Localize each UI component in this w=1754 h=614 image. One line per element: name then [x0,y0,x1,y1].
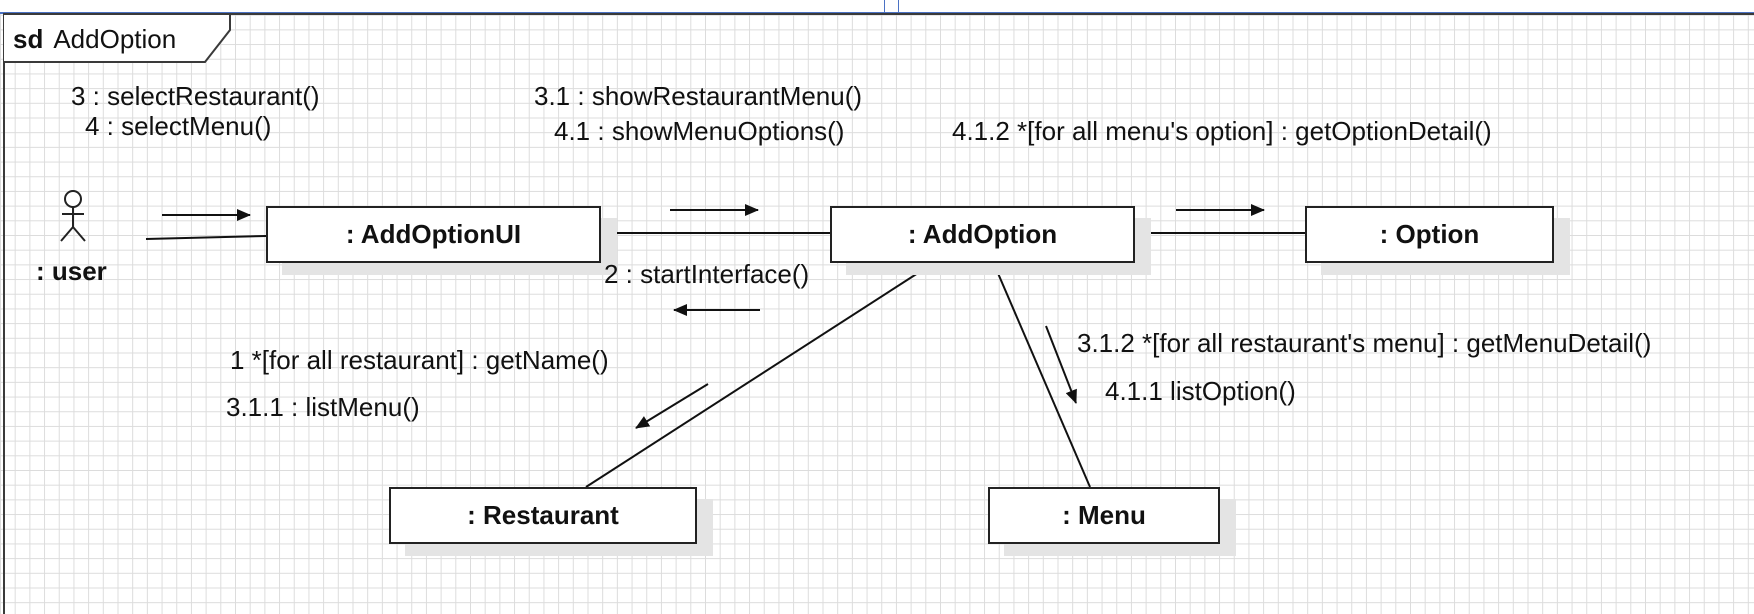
frame-label-pentagon [4,13,231,63]
message-label: 1 *[for all restaurant] : getName() [230,345,609,375]
message-label: 3.1.1 : listMenu() [226,392,420,422]
object-addoption[interactable]: : AddOption [830,206,1135,263]
message-label: 4.1.2 *[for all menu's option] : getOpti… [952,116,1492,146]
message-label: 4.1 : showMenuOptions() [554,116,845,146]
object-addoptionui[interactable]: : AddOptionUI [266,206,601,263]
actor-icon[interactable] [60,190,86,242]
top-bar-divider [898,0,899,12]
message-label: 4.1.1 listOption() [1105,376,1296,406]
sequence-diagram-frame [3,13,1754,614]
link-addoption-restaurant [585,263,933,488]
message-arrow-addoption-to-menu [1045,325,1077,404]
message-label: 3.1 : showRestaurantMenu() [534,81,863,111]
link-addoption-menu [993,263,1091,488]
message-arrow-addoption-to-restaurant [635,383,709,429]
object-option[interactable]: : Option [1305,206,1554,263]
message-label: 4 : selectMenu() [85,111,272,141]
link-user-addoptionui [145,235,267,240]
frame-title: sd AddOption [13,24,176,55]
frame-keyword: sd [13,24,44,54]
actor-label: : user [36,256,107,286]
frame-name: AddOption [53,24,177,54]
message-label: 3.1.2 *[for all restaurant's menu] : get… [1077,328,1652,358]
object-restaurant[interactable]: : Restaurant [389,487,697,544]
message-label: 2 : startInterface() [604,259,810,289]
object-menu[interactable]: : Menu [988,487,1220,544]
top-bar-divider [884,0,885,12]
message-label: 3 : selectRestaurant() [71,81,320,111]
